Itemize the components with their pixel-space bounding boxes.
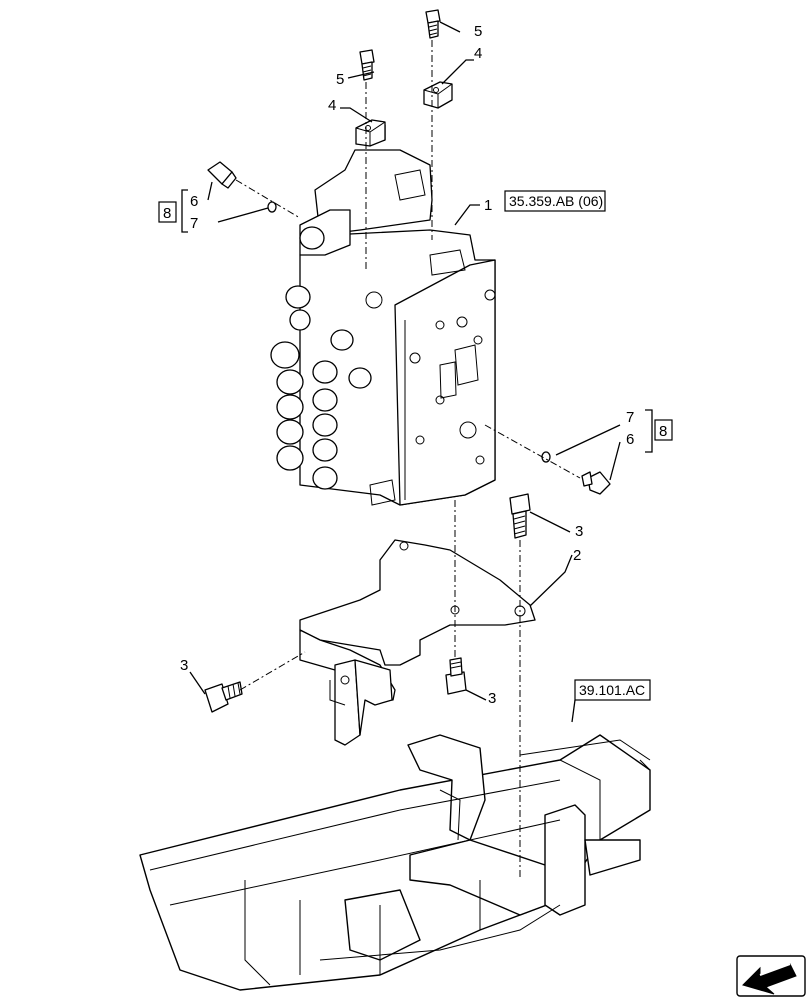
callout-6-left: 6 [190,193,198,210]
block-4-right [423,81,453,109]
callout-8-left-box: 8 [158,201,177,223]
bolt-3-lower [445,657,467,695]
callout-8-right: 8 [659,423,667,440]
callout-2: 2 [573,547,581,564]
callout-4-left: 4 [328,97,336,114]
callout-6-right: 6 [626,431,634,448]
bolt-3-left [204,681,243,713]
callout-3-lower: 3 [488,690,496,707]
mounting-bracket [299,539,536,746]
callout-3-upper: 3 [575,523,583,540]
assembly-center-lines [235,40,581,880]
control-valve [270,85,496,506]
reference-frame-box[interactable]: 39.101.AC [574,679,651,701]
chassis-frame [139,734,651,991]
callout-1: 1 [484,197,492,214]
bolt-5-right [425,9,441,39]
next-page-arrow-icon[interactable] [736,955,806,997]
reference-valve-text: 35.359.AB (06) [509,193,603,209]
spool-group [270,226,372,490]
fitting-6-right [581,471,611,495]
reference-valve-box[interactable]: 35.359.AB (06) [504,190,606,212]
callout-3-left: 3 [180,657,188,674]
callout-7-right: 7 [626,409,634,426]
fitting-6-left [207,161,237,189]
reference-frame-text: 39.101.AC [579,682,645,698]
callout-5-right: 5 [474,23,482,40]
callout-4-right: 4 [474,45,482,62]
callout-8-left: 8 [163,205,171,222]
block-4-left [355,119,386,147]
bolt-3-upper [509,493,531,539]
leader-lines [181,21,653,723]
callout-7-left: 7 [190,215,198,232]
callout-5-left: 5 [336,71,344,88]
o-ring-7-left [267,201,277,213]
callout-8-right-box: 8 [654,419,673,441]
bolt-5-left [359,49,375,81]
